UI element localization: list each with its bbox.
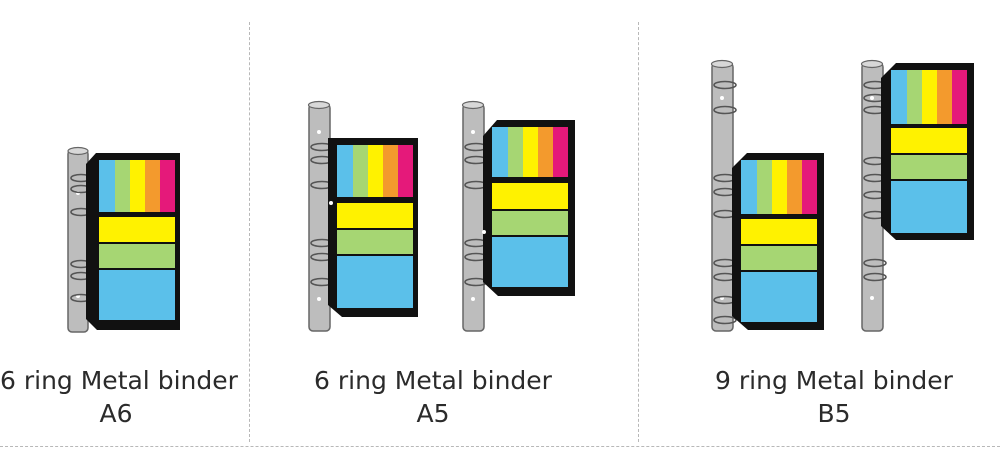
sticky-note-set (732, 153, 824, 330)
a6-binder-illustration (67, 146, 180, 333)
sticky-note-set (328, 138, 418, 317)
caption-title: 6 ring Metal binder (0, 366, 238, 395)
caption-size: A5 (416, 399, 450, 428)
caption-a5: 6 ring Metal binder A5 (308, 364, 558, 430)
binder-spine (461, 100, 485, 332)
a5-binder-open-illustration (461, 100, 575, 332)
caption-b5: 9 ring Metal binder B5 (705, 364, 963, 430)
a5-binder-closed-illustration (307, 100, 418, 332)
b5-binder-open-illustration (860, 59, 974, 332)
binder-spine (307, 100, 331, 332)
caption-size: B5 (817, 399, 851, 428)
b5-binder-closed-illustration (710, 59, 824, 332)
binder-rings (863, 80, 887, 282)
binder-spine (710, 59, 734, 332)
sticky-note-set (482, 120, 575, 296)
bottom-divider (0, 446, 1000, 447)
caption-title: 9 ring Metal binder (715, 366, 953, 395)
panel-divider (249, 22, 250, 442)
panel-divider (638, 22, 639, 442)
sticky-note-set (881, 63, 974, 240)
caption-size: A6 (99, 399, 133, 428)
caption-title: 6 ring Metal binder (314, 366, 552, 395)
caption-a6: 6 ring Metal binder A6 (0, 364, 238, 430)
sticky-note-set (86, 153, 180, 330)
